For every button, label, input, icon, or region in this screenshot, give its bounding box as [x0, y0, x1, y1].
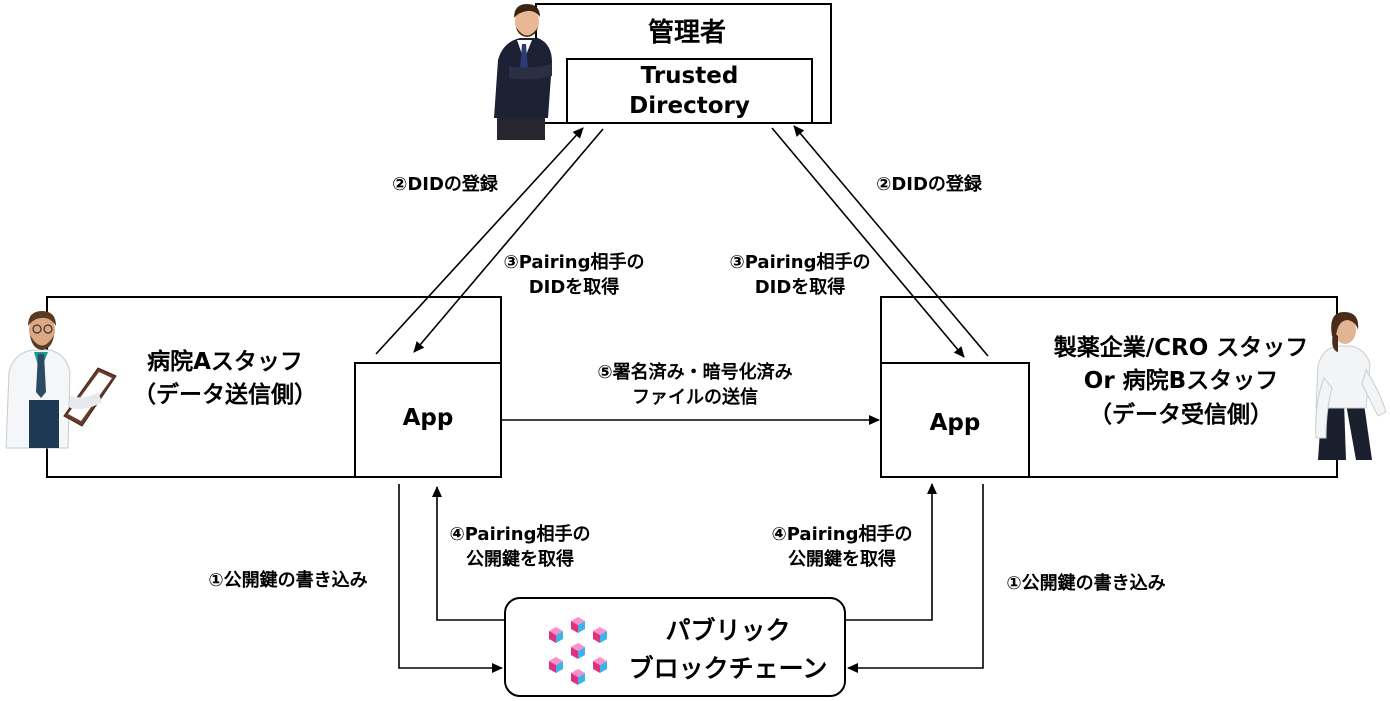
pharma-line1: 製薬企業/CRO スタッフ [1053, 335, 1309, 361]
businessman-icon [494, 4, 552, 140]
step-register-did-right: ②DIDの登録 [876, 174, 982, 195]
doctor-icon [5, 311, 117, 449]
step-get-key-left-line2: 公開鍵を取得 [466, 549, 574, 571]
step-send-file-line1: ⑤署名済み・暗号化済み [597, 362, 793, 383]
arrow-get-did-left [413, 128, 604, 353]
arrow-write-key-left [398, 484, 503, 673]
trusted-directory-line2: Directory [629, 92, 750, 119]
pharma-line2: Or 病院Bスタッフ [1083, 368, 1279, 395]
blockchain-label: パブリック ブロックチェーン [622, 612, 834, 687]
step-get-key-right-line2: 公開鍵を取得 [788, 549, 896, 571]
trusted-directory-label: Trusted Directory [568, 62, 811, 122]
blockchain-line1: パブリック [665, 616, 791, 645]
admin-title: 管理者 [647, 18, 726, 48]
arrow-write-key-right [847, 484, 984, 673]
hospital-a-line2: （データ送信側） [133, 382, 317, 409]
arrow-get-key-right [846, 483, 937, 621]
hospital-a-label: 病院Aスタッフ （データ送信側） [100, 346, 350, 413]
step-get-key-right-line1: ④Pairing相手の [771, 524, 913, 545]
step-get-key-left: ④Pairing相手の 公開鍵を取得 [432, 522, 608, 572]
step-get-key-right: ④Pairing相手の 公開鍵を取得 [754, 522, 930, 572]
step-get-did-left: ③Pairing相手の DIDを取得 [486, 250, 662, 300]
businesswoman-icon [1315, 312, 1387, 460]
step-send-file: ⑤署名済み・暗号化済み ファイルの送信 [556, 360, 834, 410]
blockchain-line2: ブロックチェーン [628, 653, 828, 683]
hospital-a-line1: 病院Aスタッフ [147, 349, 303, 375]
blockchain-cubes-icon [549, 617, 607, 685]
trusted-directory-box [566, 58, 813, 124]
arrow-get-key-left [432, 486, 504, 621]
step-write-key-right: ①公開鍵の書き込み [1006, 573, 1166, 594]
step-get-did-left-line1: ③Pairing相手の [503, 252, 645, 273]
arrow-register-did-right [793, 125, 989, 357]
blockchain-box [504, 597, 846, 697]
step-get-key-left-line1: ④Pairing相手の [449, 524, 591, 545]
step-get-did-left-line2: DIDを取得 [528, 277, 620, 299]
arrow-register-did-left [375, 127, 584, 355]
step-get-did-right-line2: DIDを取得 [754, 277, 846, 299]
pharma-line3: （データ受信側） [1089, 401, 1273, 428]
step-write-key-left: ①公開鍵の書き込み [208, 570, 368, 591]
pharma-app-box [880, 362, 1030, 478]
step-send-file-line2: ファイルの送信 [632, 387, 758, 409]
step-register-did-left: ②DIDの登録 [392, 174, 498, 195]
arrow-get-did-right [771, 127, 965, 358]
hospital-a-app-label: App [402, 405, 454, 431]
step-get-did-right-line1: ③Pairing相手の [729, 252, 871, 273]
pharma-app-label: App [929, 410, 981, 436]
pharma-label: 製薬企業/CRO スタッフ Or 病院Bスタッフ （データ受信側） [1036, 332, 1326, 432]
hospital-a-app-box [354, 362, 502, 478]
step-get-did-right: ③Pairing相手の DIDを取得 [712, 250, 888, 300]
trusted-directory-line1: Trusted [640, 63, 739, 89]
